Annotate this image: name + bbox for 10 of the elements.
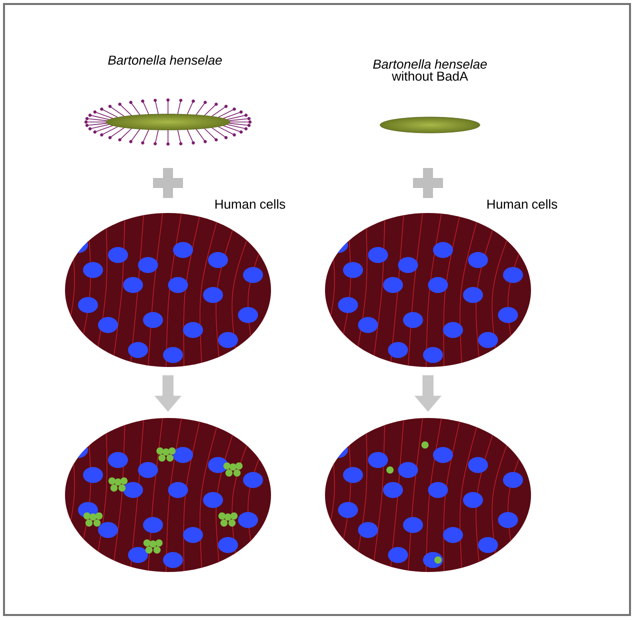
bacterium-ellipse	[380, 116, 480, 134]
bacterium-drawing	[84, 98, 252, 146]
species-label: Bartonella henselae	[108, 55, 222, 65]
microscopy-picture	[325, 418, 531, 572]
cell-label: Human cells	[215, 199, 286, 209]
microscopy-picture	[65, 213, 271, 367]
cell-label: Human cells	[487, 199, 558, 209]
microscopy-picture	[65, 418, 271, 572]
microscopy-picture	[325, 213, 531, 367]
species-label: Bartonella henselae without BadA	[373, 59, 487, 81]
